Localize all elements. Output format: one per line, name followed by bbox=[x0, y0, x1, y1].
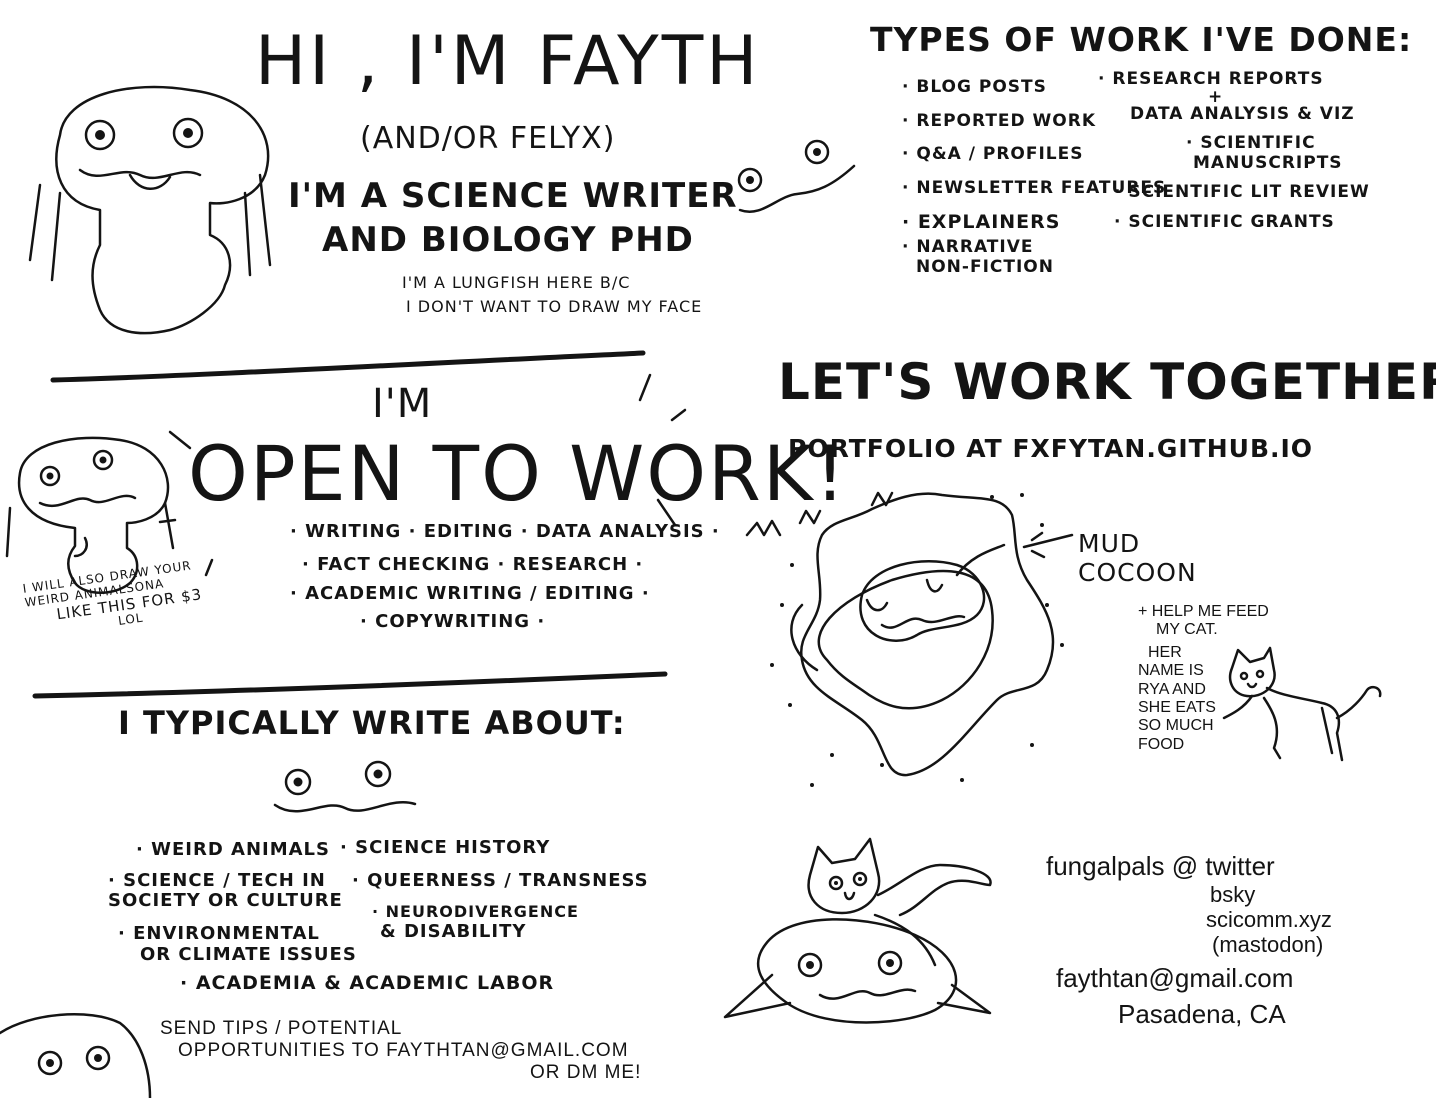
portfolio-link[interactable]: PORTFOLIO AT FXFYTAN.GITHUB.IO bbox=[788, 434, 1314, 463]
lungfish-face-icon bbox=[737, 139, 856, 213]
mastodon-host[interactable]: scicomm.xyz bbox=[1206, 907, 1332, 933]
self-note-line-2: I DON'T WANT TO DRAW MY FACE bbox=[406, 297, 703, 316]
contact-email[interactable]: faythtan@gmail.com bbox=[1056, 962, 1294, 993]
lungfish-face-icon bbox=[273, 760, 417, 813]
lungfish-peeking-icon bbox=[0, 1013, 152, 1098]
bsky-label: bsky bbox=[1210, 881, 1256, 907]
mud-cocoon-line-1: MUD bbox=[1078, 529, 1141, 558]
topic-item: OR CLIMATE ISSUES bbox=[140, 943, 357, 965]
services-line-3: · ACADEMIC WRITING / EDITING · bbox=[290, 583, 650, 604]
topics-heading: I TYPICALLY WRITE ABOUT: bbox=[118, 704, 626, 742]
work-types-heading: TYPES OF WORK I'VE DONE: bbox=[870, 20, 1413, 59]
lungfish-with-cat-doodle-icon bbox=[723, 837, 992, 1024]
topic-item: · ENVIRONMENTAL bbox=[118, 923, 320, 945]
cat-note-line-1: + HELP ME FEED bbox=[1138, 603, 1269, 620]
topic-item: · WEIRD ANIMALS bbox=[136, 839, 330, 860]
contact-location: Pasadena, CA bbox=[1118, 998, 1286, 1029]
lungfish-doodle-icon bbox=[5, 436, 175, 594]
cat-note-line-8: FOOD bbox=[1138, 735, 1185, 753]
topic-item: · NEURODIVERGENCE bbox=[372, 902, 579, 922]
tips-note: SEND TIPS / POTENTIAL OPPORTUNITIES TO F… bbox=[160, 1018, 641, 1084]
work-type-item: · SCIENTIFIC LIT REVIEW bbox=[1114, 182, 1370, 203]
twitter-handle[interactable]: fungalpals @ twitter bbox=[1046, 851, 1275, 881]
role-line-2: AND BIOLOGY PHD bbox=[322, 220, 694, 260]
im-label: I'M bbox=[372, 381, 433, 427]
topic-item: · SCIENCE / TECH IN bbox=[108, 869, 326, 891]
work-type-item: DATA ANALYSIS & VIZ bbox=[1130, 103, 1355, 124]
work-type-item: · Q&A / PROFILES bbox=[902, 144, 1084, 165]
tips-line-3: OR DM ME! bbox=[530, 1061, 642, 1083]
topic-item: SOCIETY OR CULTURE bbox=[108, 890, 343, 912]
role-line-1: I'M A SCIENCE WRITER bbox=[288, 176, 738, 216]
alias-text: (AND/OR FELYX) bbox=[360, 121, 616, 156]
contact-block: fungalpals @ twitter bsky scicomm.xyz (m… bbox=[1046, 851, 1332, 1030]
cat-note-line-6: SHE EATS bbox=[1138, 698, 1216, 716]
services-line-4: · COPYWRITING · bbox=[360, 611, 546, 632]
work-type-item: · EXPLAINERS bbox=[902, 211, 1061, 234]
mud-cocoon-label: MUD COCOON bbox=[1078, 529, 1197, 588]
section-divider bbox=[32, 671, 668, 699]
work-type-item: · SCIENTIFIC GRANTS bbox=[1114, 212, 1335, 233]
open-to-work-heading: OPEN TO WORK! bbox=[188, 429, 848, 518]
work-type-item: · BLOG POSTS bbox=[902, 77, 1047, 97]
cat-note-line-3: HER bbox=[1148, 643, 1182, 661]
work-type-item: · REPORTED WORK bbox=[902, 110, 1097, 131]
collab-heading: LET'S WORK TOGETHER ! bbox=[778, 353, 1436, 411]
work-type-item: NON-FICTION bbox=[916, 256, 1054, 277]
cat-doodle-icon bbox=[1222, 646, 1382, 762]
cat-note-line-4: NAME IS bbox=[1138, 662, 1204, 680]
services-line-2: · FACT CHECKING · RESEARCH · bbox=[302, 554, 644, 575]
work-type-item: · RESEARCH REPORTS bbox=[1098, 69, 1324, 89]
cat-note-line-7: SO MUCH bbox=[1138, 717, 1214, 735]
mud-cocoon-line-2: COCOON bbox=[1078, 557, 1197, 587]
topic-item: · QUEERNESS / TRANSNESS bbox=[352, 869, 649, 891]
mud-cocoon-doodle-icon bbox=[745, 491, 1074, 787]
mastodon-label: (mastodon) bbox=[1212, 932, 1324, 958]
cat-note-line-5: RYA AND bbox=[1138, 680, 1206, 698]
services-line-1: · WRITING · EDITING · DATA ANALYSIS · bbox=[290, 521, 720, 542]
work-type-item: + bbox=[1208, 86, 1224, 107]
tips-line-1: SEND TIPS / POTENTIAL bbox=[160, 1018, 403, 1039]
work-type-item: · NEWSLETTER FEATURES bbox=[902, 177, 1167, 198]
section-divider bbox=[50, 350, 646, 383]
work-type-item: · SCIENTIFIC bbox=[1186, 133, 1316, 154]
cat-note: + HELP ME FEED MY CAT. HER NAME IS RYA A… bbox=[1138, 603, 1269, 754]
work-type-item: · NARRATIVE bbox=[902, 237, 1034, 258]
greeting-title: HI , I'M FAYTH bbox=[255, 22, 761, 101]
topics-col-2: · SCIENCE HISTORY · QUEERNESS / TRANSNES… bbox=[340, 837, 649, 942]
lungfish-doodle-icon bbox=[28, 85, 272, 335]
topic-item: · SCIENCE HISTORY bbox=[340, 837, 551, 858]
emphasis-marks bbox=[158, 373, 687, 577]
topic-item-academia: · ACADEMIA & ACADEMIC LABOR bbox=[180, 972, 555, 994]
tips-line-2: OPPORTUNITIES TO FAYTHTAN@GMAIL.COM bbox=[178, 1039, 629, 1061]
cat-note-line-2: MY CAT. bbox=[1156, 621, 1218, 639]
work-types-col-2: · RESEARCH REPORTS + DATA ANALYSIS & VIZ… bbox=[1098, 69, 1370, 233]
topics-col-1: · WEIRD ANIMALS · SCIENCE / TECH IN SOCI… bbox=[108, 839, 357, 965]
work-types-col-1: · BLOG POSTS · REPORTED WORK · Q&A / PRO… bbox=[902, 77, 1167, 277]
self-note-line-1: I'M A LUNGFISH HERE B/C bbox=[402, 273, 631, 292]
work-type-item: MANUSCRIPTS bbox=[1193, 152, 1343, 173]
topic-item: & DISABILITY bbox=[380, 920, 527, 942]
